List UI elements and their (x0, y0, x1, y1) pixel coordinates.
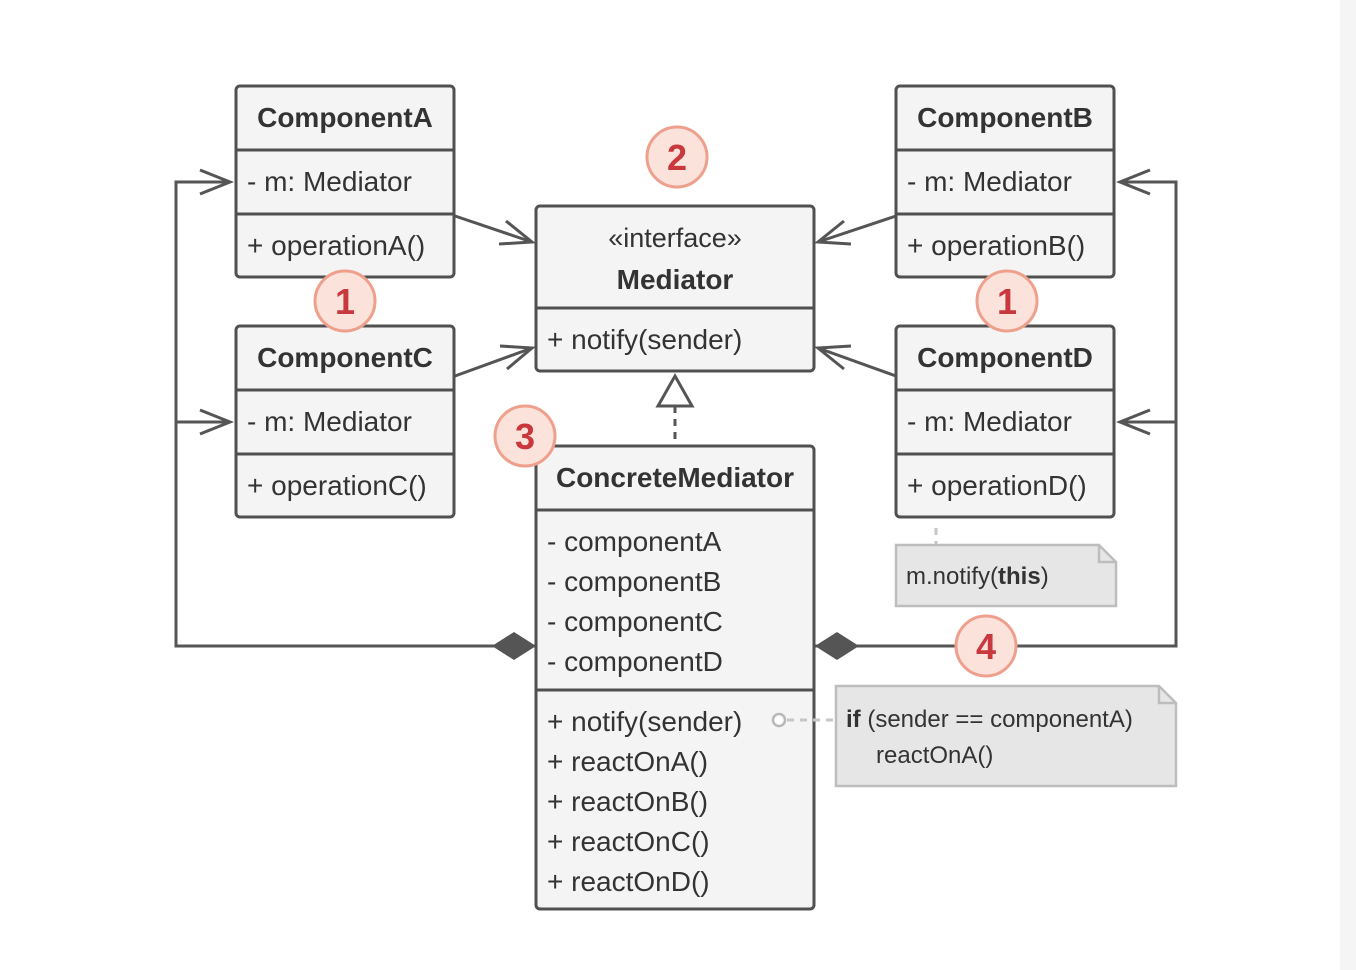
dependency-b-to-mediator (817, 214, 897, 244)
arrowhead-b-mediator (814, 219, 852, 246)
composition-diamond-right (815, 632, 859, 660)
component-c-field: - m: Mediator (247, 406, 412, 437)
component-b-title: ComponentB (917, 102, 1093, 133)
concrete-mediator-title: ConcreteMediator (556, 462, 794, 493)
concrete-field-a: - componentA (547, 526, 722, 557)
left-composition-line (174, 180, 536, 648)
concrete-field-c: - componentC (547, 606, 723, 637)
svg-text:1: 1 (335, 281, 355, 322)
arrowhead-a-mediator (498, 219, 536, 246)
svg-text:4: 4 (976, 626, 996, 667)
note-notify-keyword: this (998, 563, 1041, 590)
badge-mediator: 2 (645, 125, 709, 189)
concrete-method-notify: + notify(sender) (547, 706, 742, 737)
component-d-field: - m: Mediator (907, 406, 1072, 437)
note-notify-this: m.notify(this) (894, 528, 1118, 608)
composition-diamond-left (492, 632, 536, 660)
svg-text:1: 1 (997, 281, 1017, 322)
class-component-d[interactable]: ComponentD - m: Mediator + operationD() (894, 324, 1116, 519)
concrete-method-react-a: + reactOnA() (547, 746, 708, 777)
component-a-method: + operationA() (247, 230, 425, 261)
svg-text:m.notify(this): m.notify(this) (906, 563, 1049, 590)
component-a-field: - m: Mediator (247, 166, 412, 197)
component-c-title: ComponentC (257, 342, 433, 373)
badge-concrete-mediator: 3 (493, 404, 557, 468)
class-mediator-interface[interactable]: «interface» Mediator + notify(sender) (534, 204, 816, 373)
concrete-method-react-d: + reactOnD() (547, 866, 710, 897)
arrowhead-to-component-d (1115, 408, 1151, 436)
connectors (174, 168, 1178, 660)
realization-triangle (655, 372, 695, 408)
note-react-condition: (sender == componentA) (861, 706, 1133, 733)
component-b-field: - m: Mediator (907, 166, 1072, 197)
mediator-method: + notify(sender) (547, 324, 742, 355)
concrete-method-react-b: + reactOnB() (547, 786, 708, 817)
dependency-d-to-mediator (817, 346, 897, 378)
badge-components-right: 1 (975, 269, 1039, 333)
mediator-stereotype: «interface» (608, 223, 742, 253)
arrowhead-to-component-b (1115, 168, 1151, 196)
concrete-field-b: - componentB (547, 566, 721, 597)
component-d-method: + operationD() (907, 470, 1087, 501)
dependency-a-to-mediator (454, 214, 533, 244)
arrowhead-to-component-a (199, 168, 235, 196)
note-react-keyword: if (846, 706, 862, 733)
class-component-b[interactable]: ComponentB - m: Mediator + operationB() (894, 84, 1116, 279)
class-component-a[interactable]: ComponentA - m: Mediator + operationA() (234, 84, 456, 279)
note-react-body: reactOnA() (876, 742, 993, 769)
component-c-method: + operationC() (247, 470, 427, 501)
svg-text:3: 3 (515, 416, 535, 457)
window-edge (1340, 0, 1356, 970)
dependency-c-to-mediator (454, 346, 533, 378)
arrowhead-c-mediator (499, 344, 536, 371)
badge-links: 4 (954, 614, 1018, 678)
note-notify-suffix: ) (1041, 563, 1049, 590)
svg-text:if (sender == componentA): if (sender == componentA) (846, 706, 1133, 733)
svg-text:2: 2 (667, 137, 687, 178)
arrowhead-to-component-c (199, 408, 235, 436)
concrete-field-d: - componentD (547, 646, 723, 677)
arrowhead-d-mediator (814, 344, 852, 371)
badge-components-left: 1 (313, 269, 377, 333)
component-b-method: + operationB() (907, 230, 1085, 261)
mediator-title: Mediator (617, 264, 734, 295)
concrete-method-react-c: + reactOnC() (547, 826, 710, 857)
component-d-title: ComponentD (917, 342, 1093, 373)
class-concrete-mediator[interactable]: ConcreteMediator - componentA - componen… (534, 444, 816, 911)
note-react-on-a: if (sender == componentA) reactOnA() (771, 684, 1178, 788)
class-component-c[interactable]: ComponentC - m: Mediator + operationC() (234, 324, 456, 519)
component-a-title: ComponentA (257, 102, 433, 133)
note-notify-prefix: m.notify( (906, 563, 998, 590)
